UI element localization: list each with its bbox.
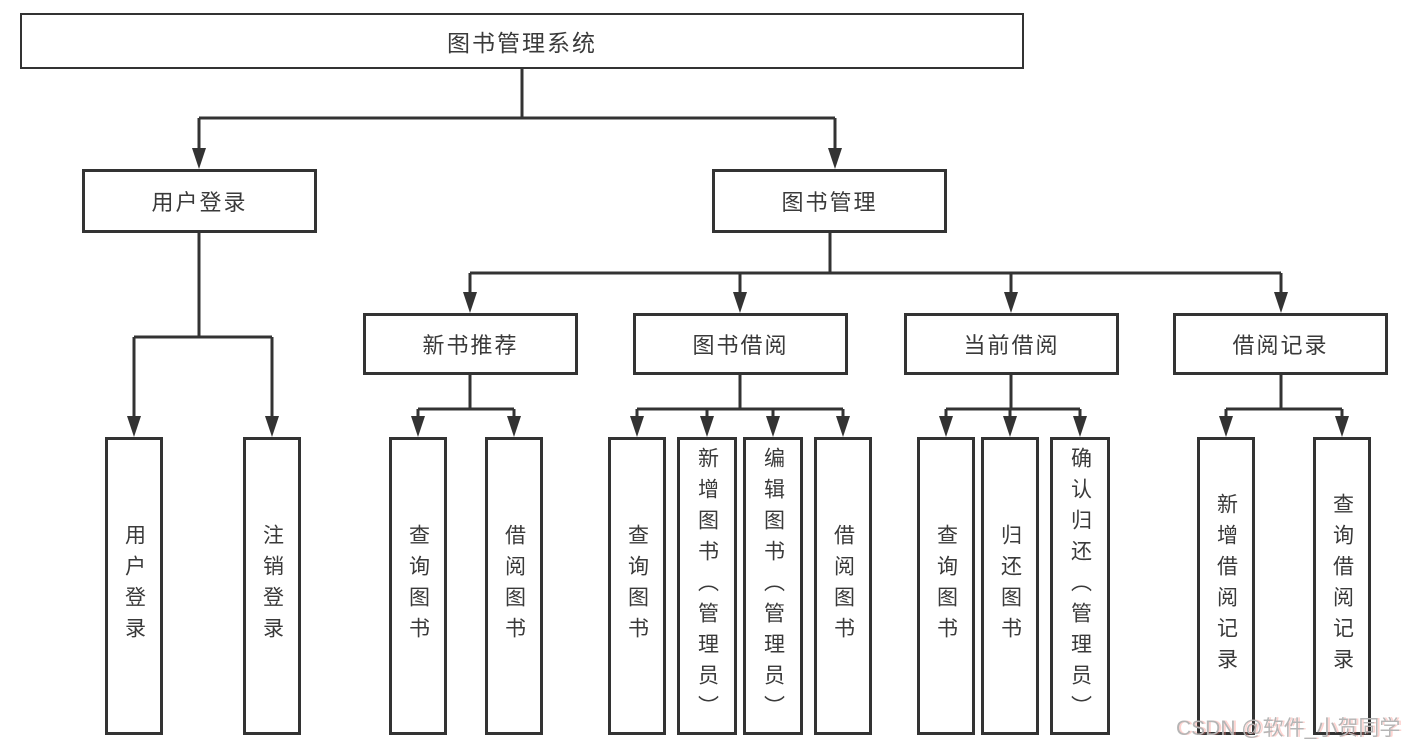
connector-book-management <box>468 233 1283 295</box>
leaf-label: 借阅图书 <box>831 524 855 648</box>
arrowhead <box>1274 292 1288 313</box>
node-borrow-records-label: 借阅记录 <box>1232 333 1329 358</box>
arrowhead <box>836 416 850 437</box>
node-new-book-recommend: 新书推荐 <box>363 313 578 375</box>
node-book-borrow: 图书借阅 <box>633 313 848 375</box>
leaf-label: 注销登录 <box>260 524 284 648</box>
arrowhead <box>507 416 521 437</box>
leaf-confirm-return-admin: 确认归还（管理员） <box>1050 437 1110 735</box>
leaf-label: 借阅图书 <box>502 524 526 648</box>
leaf-edit-book-admin: 编辑图书（管理员） <box>743 437 803 735</box>
arrowhead <box>1073 416 1087 437</box>
arrowhead <box>192 148 206 169</box>
arrowhead <box>127 416 141 437</box>
arrowhead <box>265 416 279 437</box>
connector-root-split <box>197 69 837 150</box>
leaf-borrow-books-recommend: 借阅图书 <box>485 437 543 735</box>
connector-user-login <box>132 233 274 419</box>
node-user-login-label: 用户登录 <box>151 190 248 215</box>
leaf-query-borrow-record: 查询借阅记录 <box>1313 437 1371 735</box>
leaf-label: 用户登录 <box>122 524 146 648</box>
leaf-label: 编辑图书（管理员） <box>761 446 785 726</box>
node-root: 图书管理系统 <box>20 13 1024 69</box>
arrowhead <box>939 416 953 437</box>
leaf-label: 归还图书 <box>998 524 1022 648</box>
leaf-label: 查询图书 <box>406 524 430 648</box>
leaf-user-login: 用户登录 <box>105 437 163 735</box>
arrowhead <box>733 292 747 313</box>
node-new-book-recommend-label: 新书推荐 <box>422 333 519 358</box>
arrowhead <box>700 416 714 437</box>
node-book-borrow-label: 图书借阅 <box>692 333 789 358</box>
leaf-add-borrow-record: 新增借阅记录 <box>1197 437 1255 735</box>
connector-current-borrow <box>944 375 1082 419</box>
connector-book-borrow <box>635 375 845 419</box>
connector-new-book-recommend <box>416 375 516 419</box>
arrowhead <box>1219 416 1233 437</box>
leaf-logout: 注销登录 <box>243 437 301 735</box>
connector-borrow-records <box>1224 375 1344 419</box>
arrowhead <box>1335 416 1349 437</box>
node-root-label: 图书管理系统 <box>447 30 597 56</box>
node-user-login: 用户登录 <box>82 169 317 233</box>
leaf-add-book-admin: 新增图书（管理员） <box>677 437 737 735</box>
leaf-return-book: 归还图书 <box>981 437 1039 735</box>
node-book-management-label: 图书管理 <box>781 190 878 215</box>
arrowhead <box>766 416 780 437</box>
leaf-query-books-current: 查询图书 <box>917 437 975 735</box>
node-current-borrow-label: 当前借阅 <box>963 333 1060 358</box>
leaf-label: 确认归还（管理员） <box>1068 446 1092 726</box>
leaf-query-books-borrow: 查询图书 <box>608 437 666 735</box>
node-borrow-records: 借阅记录 <box>1173 313 1388 375</box>
arrowhead <box>1004 292 1018 313</box>
leaf-label: 查询图书 <box>625 524 649 648</box>
node-book-management: 图书管理 <box>712 169 947 233</box>
arrowhead <box>411 416 425 437</box>
arrowhead <box>463 292 477 313</box>
csdn-watermark: CSDN @软件_小贺同学 <box>1176 717 1401 740</box>
leaf-query-books-recommend: 查询图书 <box>389 437 447 735</box>
arrowhead <box>828 148 842 169</box>
node-current-borrow: 当前借阅 <box>904 313 1119 375</box>
arrowhead <box>1003 416 1017 437</box>
leaf-borrow-books: 借阅图书 <box>814 437 872 735</box>
leaf-label: 新增借阅记录 <box>1214 493 1238 679</box>
leaf-label: 查询借阅记录 <box>1330 493 1354 679</box>
leaf-label: 查询图书 <box>934 524 958 648</box>
leaf-label: 新增图书（管理员） <box>695 446 719 726</box>
arrowhead <box>630 416 644 437</box>
